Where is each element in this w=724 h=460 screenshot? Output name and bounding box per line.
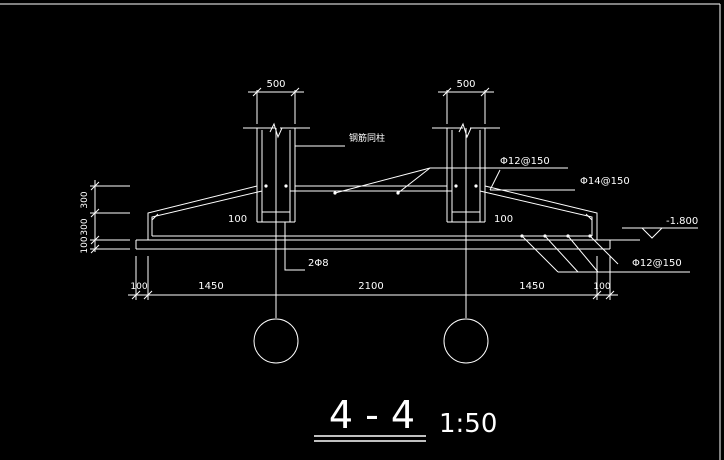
dim-bottom-2: 2100 [358, 281, 383, 292]
scale-label: 1:50 [439, 409, 497, 439]
rebar-leader-right-tick [489, 169, 501, 191]
dim-left-1: 300 [80, 218, 90, 235]
column-width-dim-right [438, 87, 494, 124]
bottom-reinforcement [151, 230, 593, 237]
section-title: 4 - 4 [329, 393, 415, 437]
offset-left-label: 100 [228, 214, 247, 225]
elevation-marker [610, 227, 698, 241]
column-width-dim-left [248, 87, 304, 124]
axis-bubble-right [443, 318, 489, 364]
column-width-left-label: 500 [266, 79, 285, 90]
bottom-dimension-chain [128, 256, 618, 300]
column-dowels [257, 211, 485, 223]
rebar-top-right-label: Φ14@150 [580, 176, 630, 187]
dim-left-0: 300 [80, 191, 90, 208]
rebar-bottom-label: Φ12@150 [632, 258, 682, 269]
tie-bar-label: 2Φ8 [308, 258, 329, 269]
rebar-bottom-leaders [521, 235, 690, 273]
rebar-top-center-label: Φ12@150 [500, 156, 550, 167]
left-column [243, 122, 310, 222]
dim-bottom-3: 1450 [519, 281, 544, 292]
tie-bar-leader [284, 222, 305, 271]
column-width-right-label: 500 [456, 79, 475, 90]
top-reinforcement [151, 190, 593, 230]
offset-right-label: 100 [494, 214, 513, 225]
dim-bottom-1: 1450 [198, 281, 223, 292]
column-label: 钢筋同柱 [349, 132, 385, 144]
dim-left-2: 100 [80, 236, 90, 253]
elevation-label: -1.800 [666, 216, 698, 227]
rebar-dots [264, 184, 592, 238]
rebar-leader-2 [397, 167, 431, 194]
dim-bottom-4: 100 [593, 282, 610, 292]
left-dimension-chain [90, 180, 130, 254]
dim-bottom-0: 100 [130, 282, 147, 292]
rebar-leader-1 [334, 167, 431, 194]
footing-outline [135, 185, 611, 250]
right-column [432, 122, 500, 222]
axis-bubble-left [253, 318, 299, 364]
